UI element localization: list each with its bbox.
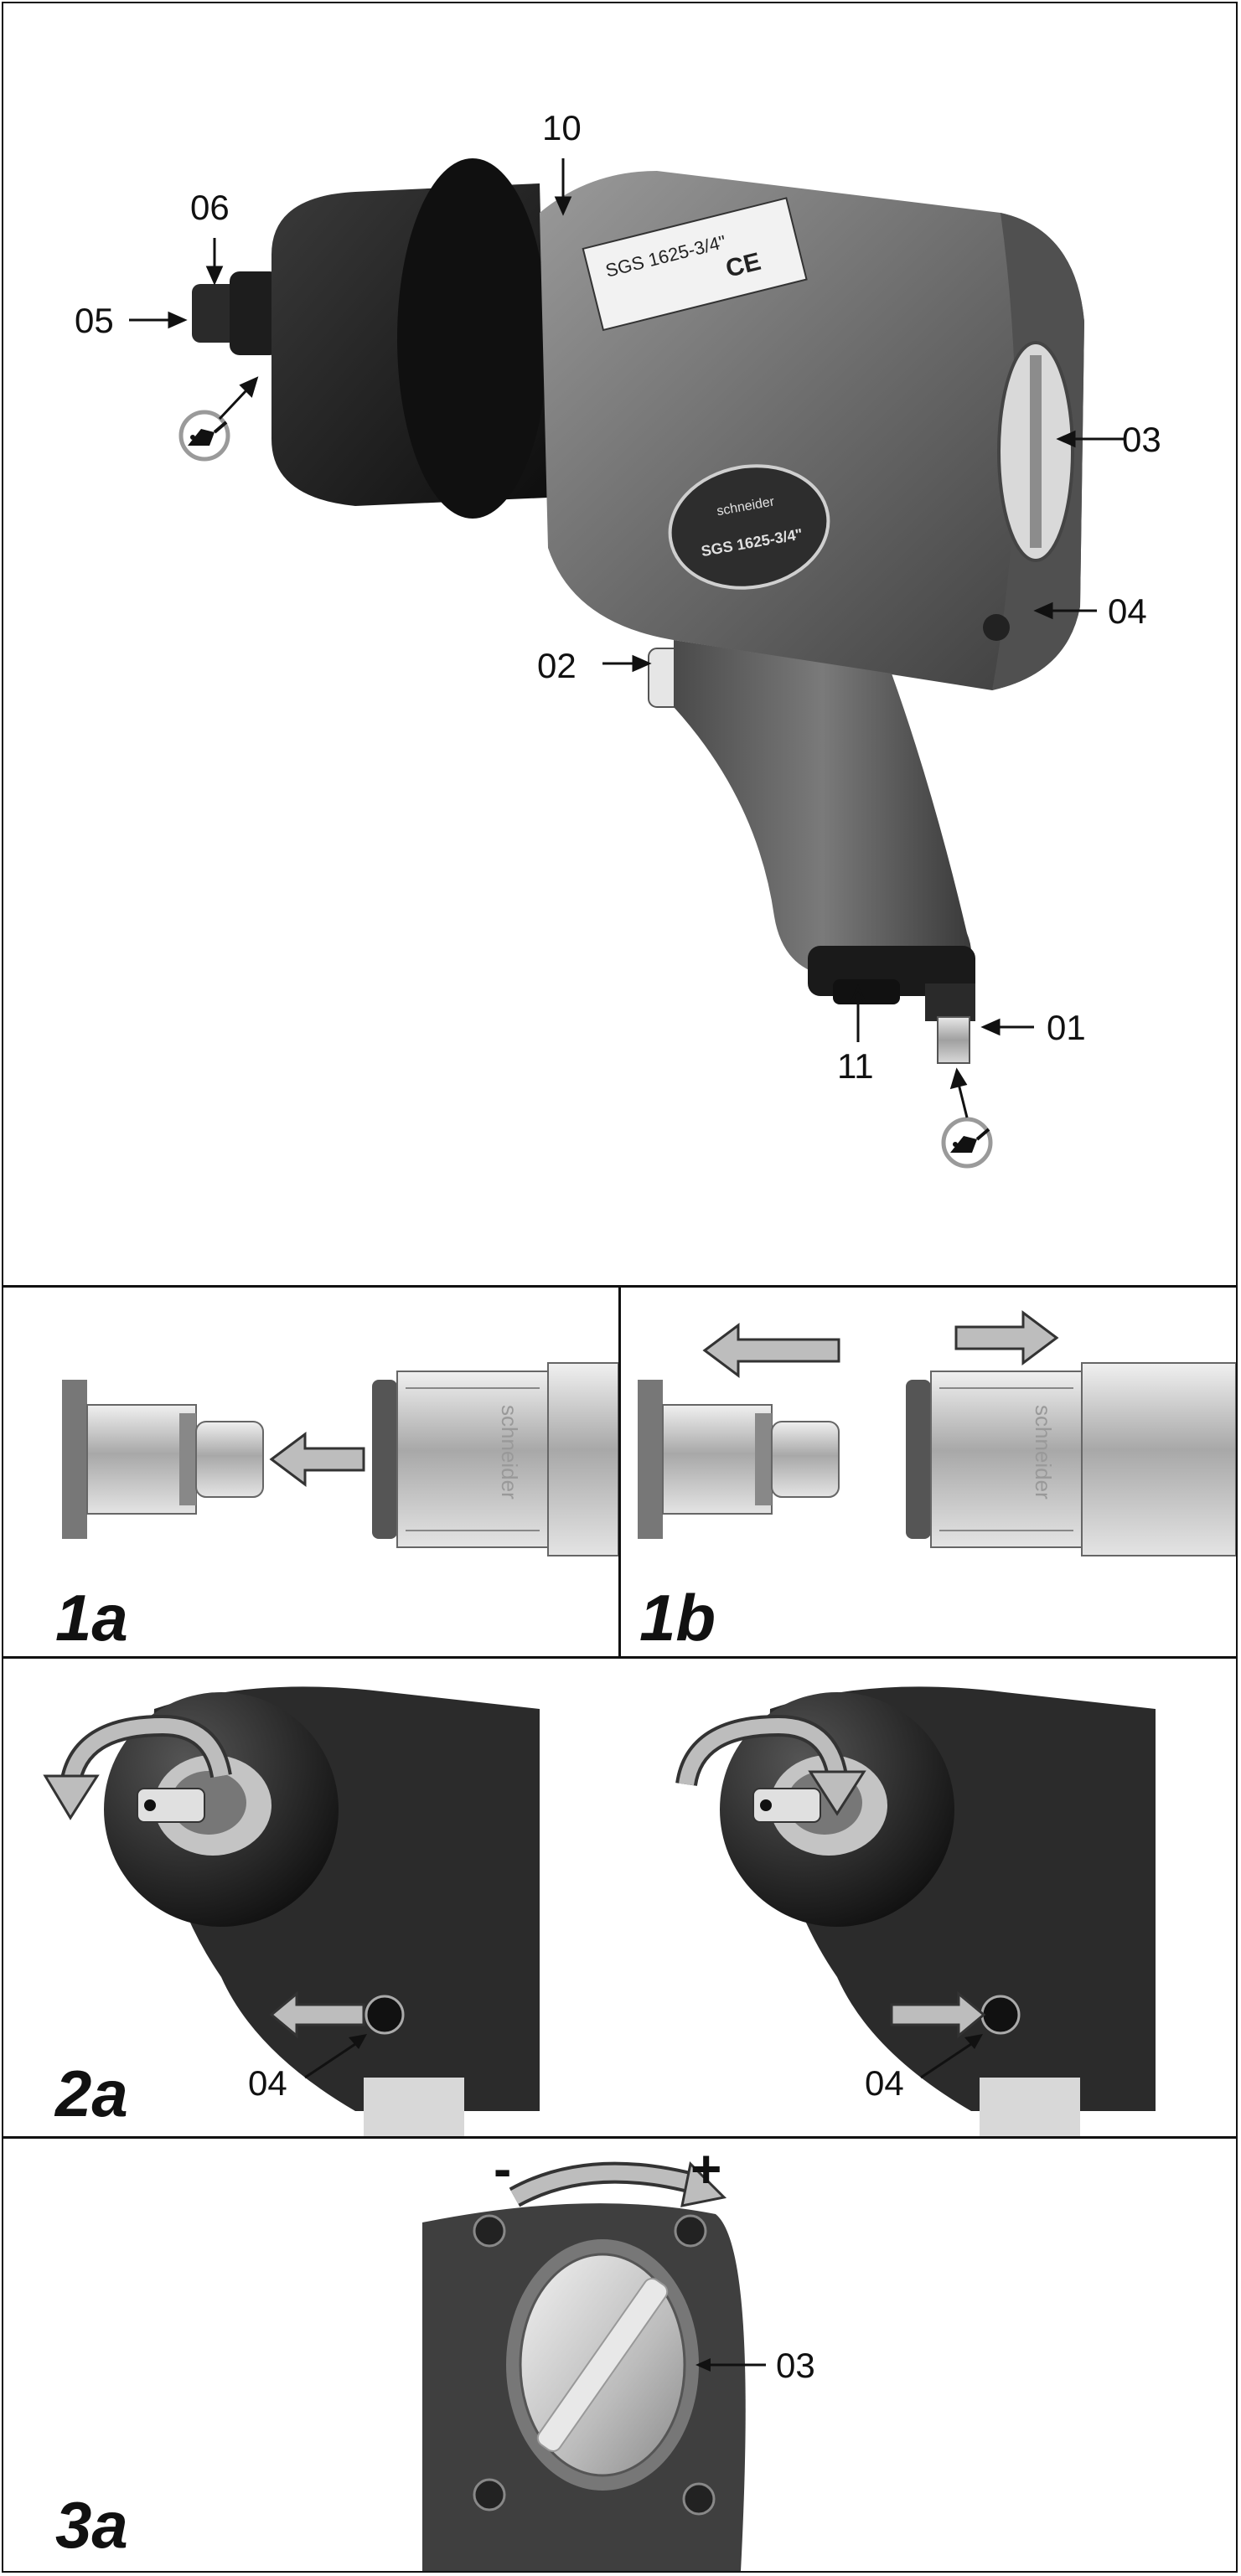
rating-sticker [582,197,808,332]
panel-2a: 04 04 2a [3,1659,1236,2136]
coupling-brand-text: schneider [497,1405,522,1500]
reverse-view-left [43,1686,540,2136]
panel-tool-overview: SGS 1625-3/4" CE SGS 1625-3/4" schneider [3,3,1236,1285]
divider [618,1288,621,1656]
callout-05: 05 [75,301,114,340]
oil-can-icon [178,410,230,462]
figure-label-1b: 1b [639,1581,716,1655]
callout-10: 10 [542,108,582,147]
reverse-switch [980,1995,1021,2035]
plug-nipple [662,1404,773,1515]
arrow-icon [269,1432,365,1487]
coupling-disconnect-illustration: schneider [638,1310,1236,1556]
callout-02: 02 [537,646,577,685]
square-drive [752,1788,821,1823]
callout-04: 04 [1108,591,1147,631]
exhaust-outlet [833,979,900,1004]
minus-sign: - [494,2139,512,2199]
reverse-switch-illustration [43,1686,1156,2136]
coupling-brand-text: schneider [1031,1405,1056,1500]
rotation-arrow-icon [510,2165,701,2204]
rotation-arrow-icon [63,1717,229,1786]
quick-coupling [930,1371,1083,1548]
callout-11: 11 [837,1046,874,1086]
figure-label-2a: 2a [55,2057,128,2130]
panel-3a: - + 03 3a [3,2139,1236,2571]
panel-1a: schneider 1a [3,1288,618,1656]
pistol-grip [674,640,971,983]
quick-coupling [396,1371,549,1548]
leader-arrows [129,158,1126,1118]
callout-06: 06 [190,188,230,227]
impact-wrench-illustration: SGS 1625-3/4" CE SGS 1625-3/4" schneider [129,158,1126,1169]
arrow-icon [269,1990,365,2039]
panel-1b: schneider 1b [621,1288,1236,1656]
arrow-icon [702,1323,840,1378]
square-drive [137,1788,205,1823]
callout-04-2a-left: 04 [248,2063,287,2103]
brand-badge [668,464,830,590]
reverse-switch [365,1995,405,2035]
figure-label-1a: 1a [55,1581,128,1655]
divider [3,1656,1236,1659]
plug-nipple [86,1404,197,1515]
rotation-arrow-icon [679,1717,845,1786]
callout-04-2a-right: 04 [865,2063,904,2103]
plus-sign: + [690,2139,722,2199]
divider [3,1285,1236,1288]
callout-01: 01 [1047,1008,1086,1047]
reverse-view-right [675,1686,1156,2136]
arrow-icon [954,1310,1059,1365]
coupling-connect-illustration: schneider [62,1362,618,1556]
callout-03-3a: 03 [776,2346,815,2385]
oil-can-icon [941,1117,993,1169]
figure-label-3a: 3a [55,2488,128,2562]
reverse-switch [983,614,1010,641]
air-inlet-nipple [937,1016,970,1064]
divider [3,2136,1236,2139]
callout-03: 03 [1122,420,1161,459]
arrow-icon [890,1990,986,2039]
air-regulator-illustration [422,2160,766,2571]
